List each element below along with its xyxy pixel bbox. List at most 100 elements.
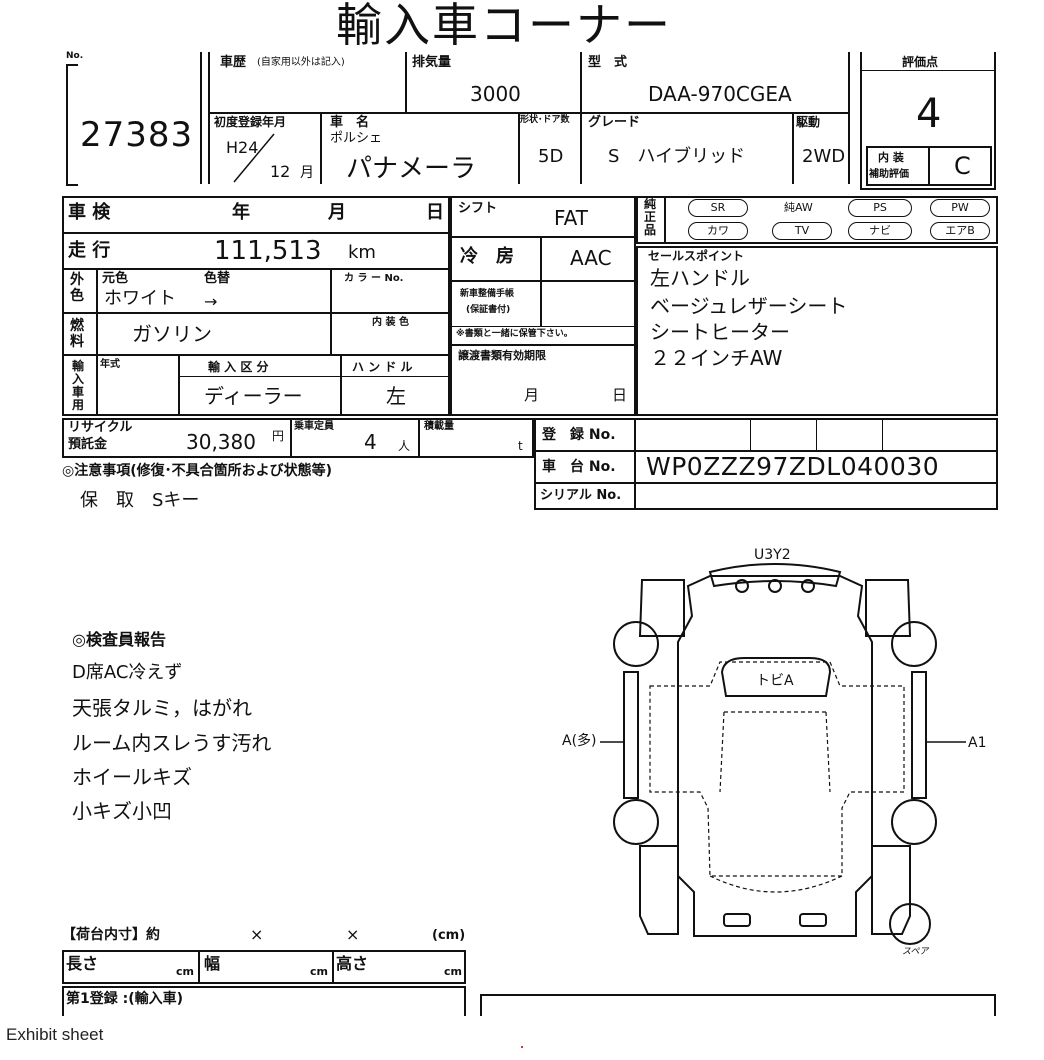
inspector-note-1: D席AC冷えず — [72, 662, 183, 683]
fuel-value: ガソリン — [132, 322, 212, 346]
equip-genuine-aw: 純AW — [784, 201, 813, 214]
exhibit-caption: Exhibit sheet — [6, 1025, 104, 1044]
mileage-unit: km — [348, 242, 376, 263]
recycle-label-2: 預託金 — [68, 437, 108, 452]
car-name-label: 車 名 — [330, 115, 370, 130]
mileage-value: 111,513 — [214, 236, 322, 266]
manual-label-1: 新車整備手帳 — [460, 289, 515, 299]
genuine-label-1: 純 — [644, 197, 657, 211]
month-unit: 月 — [300, 165, 314, 181]
diagram-top-label: U3Y2 — [754, 547, 791, 563]
color-arrow: → — [204, 292, 218, 311]
transfer-label: 譲渡書類有効期限 — [458, 349, 546, 362]
capacity-value: 4 — [364, 430, 377, 454]
transfer-day-label: 日 — [612, 386, 628, 404]
inspector-note-3: ルーム内スレうす汚れ — [72, 731, 272, 755]
maker-value: ポルシェ — [330, 131, 383, 146]
interior-label-1: 内 装 — [878, 151, 904, 164]
cargo-unit: (cm) — [432, 928, 466, 943]
capacity-label: 乗車定員 — [294, 421, 334, 432]
first-reg-slash — [233, 133, 275, 183]
shaken-label: 車 検 — [68, 202, 111, 223]
cargo-x-1: × — [250, 925, 264, 944]
width-unit: cm — [310, 965, 328, 978]
length-unit: cm — [176, 965, 194, 978]
equip-sr: SR — [688, 199, 748, 217]
chassis-no: WP0ZZZ97ZDL040030 — [646, 452, 940, 481]
sales-point-3: シートヒーター — [650, 320, 790, 344]
import-type-value: ディーラー — [204, 384, 303, 408]
sales-point-1: 左ハンドル — [650, 266, 750, 290]
original-color-label: 元色 — [102, 271, 129, 286]
genuine-label: 純正品 — [644, 198, 658, 237]
recycle-fee: 30,380 — [186, 430, 256, 454]
cargo-x-2: × — [346, 925, 360, 944]
shaken-month-label: 月 — [328, 202, 346, 223]
lot-bracket — [66, 64, 78, 186]
shift-label: シフト — [458, 201, 498, 216]
chassis-label: 車 台 No. — [542, 459, 616, 475]
equip-leather: カワ — [688, 222, 748, 240]
equip-airbag: エアB — [930, 222, 990, 240]
shaken-day-label: 日 — [426, 202, 444, 223]
notes-label: ◎注意事項(修復･不具合箇所および状態等) — [62, 463, 333, 479]
diagram-roof-label: トビA — [756, 673, 794, 689]
body-value: 5D — [538, 146, 564, 167]
equip-tv: TV — [772, 222, 832, 240]
color-no-label: カ ラ ー No. — [344, 273, 404, 284]
caption-bar: Exhibit sheet — [0, 1016, 1044, 1060]
history-label: 車歴 — [220, 55, 247, 70]
handle-value: 左 — [386, 384, 406, 408]
reg-no-label: 登 録 No. — [542, 427, 616, 443]
load-label: 積載量 — [424, 421, 454, 432]
grade-value: S ハイブリッド — [608, 146, 746, 167]
manual-label-2: (保証書付) — [466, 305, 511, 315]
equip-ps: PS — [848, 199, 912, 217]
load-unit: t — [518, 439, 523, 453]
interior-label-2: 補助評価 — [869, 169, 909, 180]
repaint-label: 色替 — [204, 271, 231, 286]
exterior-label: 外色 — [70, 272, 84, 304]
ac-value: AAC — [570, 246, 612, 270]
displacement-label: 排気量 — [412, 55, 452, 70]
first-reg-month: 12 — [270, 162, 291, 181]
shift-value: FAT — [554, 206, 589, 230]
recycle-yen: 円 — [272, 429, 285, 443]
height-unit: cm — [444, 965, 462, 978]
cargo-label: 【荷台内寸】約 — [62, 927, 160, 943]
handle-label: ハ ン ド ル — [352, 360, 413, 374]
interior-score: C — [954, 152, 971, 180]
width-label: 幅 — [204, 954, 221, 973]
score-label: 評価点 — [902, 55, 939, 69]
red-dot — [521, 1046, 523, 1048]
grade-label: グレード — [588, 115, 641, 130]
sales-point-2: ベージュレザーシート — [650, 294, 848, 318]
mileage-label: 走 行 — [68, 240, 111, 261]
sales-points-label: セールスポイント — [648, 249, 745, 263]
model-code-label: 型 式 — [588, 55, 628, 70]
inspector-note-5: 小キズ小凹 — [72, 799, 172, 823]
sheet-title: 輸入車コーナー — [336, 0, 672, 52]
score-value: 4 — [916, 91, 942, 137]
color-value: ホワイト — [104, 288, 176, 309]
body-label: 形状･ドア数 — [520, 115, 570, 125]
notes-value: 保 取 Sキー — [80, 490, 200, 511]
transfer-month-label: 月 — [524, 386, 540, 404]
serial-label: シリアル No. — [540, 488, 622, 503]
equip-pw: PW — [930, 199, 990, 217]
import-label: 輸入車用 — [72, 359, 85, 412]
genuine-label-2: 正 — [644, 210, 657, 224]
history-note: (自家用以外は記入) — [257, 57, 345, 68]
fuel-label: 燃料 — [70, 318, 84, 350]
first-reg-label: 初度登録年月 — [214, 115, 287, 129]
model-year-label: 年式 — [100, 359, 120, 370]
car-damage-diagram — [600, 563, 966, 945]
inspector-note-4: ホイールキズ — [72, 765, 192, 789]
diagram-right-label: A1 — [968, 735, 987, 751]
lot-number: 27383 — [80, 115, 194, 155]
genuine-label-3: 品 — [644, 223, 657, 237]
car-name-value: パナメーラ — [346, 154, 477, 184]
ac-label: 冷 房 — [460, 246, 514, 267]
import-type-label: 輸 入 区 分 — [208, 360, 269, 374]
diagram-left-label: A(多) — [562, 733, 597, 749]
